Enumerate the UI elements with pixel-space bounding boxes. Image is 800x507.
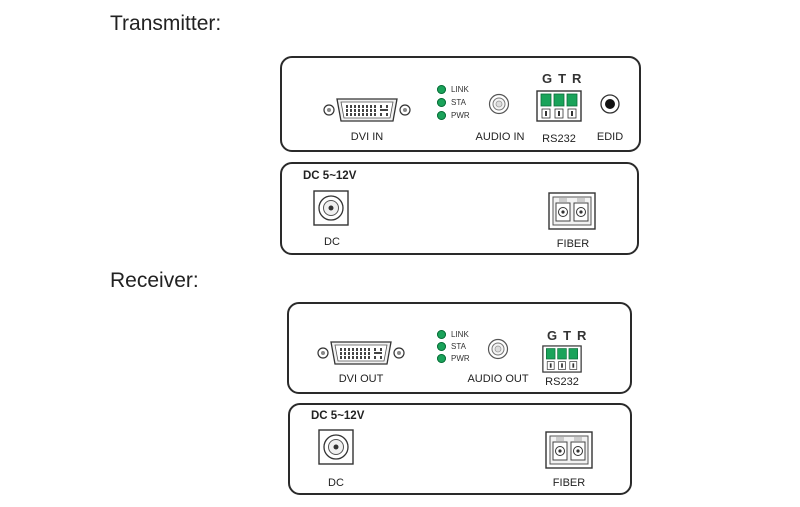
audio-jack-icon	[488, 93, 510, 115]
dvi-in-label: DVI IN	[350, 131, 384, 143]
rs232-terminal-icon	[536, 90, 582, 122]
receiver-front-panel: DVI OUT LINK STA PWR AUDIO OUT GTR	[287, 302, 632, 394]
rs232-terminal-icon	[542, 345, 582, 373]
power-spec-label: DC 5~12V	[311, 410, 365, 422]
edid-button-icon	[600, 94, 620, 114]
led-link-icon	[437, 329, 446, 339]
dc-power-jack-icon	[318, 429, 354, 465]
led-link-label: LINK	[451, 329, 469, 339]
dvi-connector-icon	[323, 96, 411, 124]
led-sta-label: STA	[451, 341, 466, 351]
rs232-pin-labels: GTR	[547, 328, 593, 343]
edid-label: EDID	[596, 131, 624, 143]
transmitter-title: Transmitter:	[110, 12, 222, 35]
led-link-icon	[437, 84, 446, 94]
led-sta: STA	[437, 340, 466, 352]
rs232-label: RS232	[542, 133, 576, 145]
dvi-connector-icon	[317, 339, 405, 367]
fiber-label: FIBER	[552, 477, 586, 489]
led-link: LINK	[437, 328, 469, 340]
receiver-title: Receiver:	[110, 269, 199, 292]
power-spec-label: DC 5~12V	[303, 170, 357, 182]
led-sta: STA	[437, 96, 466, 108]
led-sta-label: STA	[451, 97, 466, 107]
audio-jack-icon	[487, 338, 509, 360]
fiber-port-icon	[545, 431, 593, 469]
fiber-port-icon	[548, 192, 596, 230]
led-pwr: PWR	[437, 352, 470, 364]
led-sta-icon	[437, 97, 446, 107]
led-sta-icon	[437, 341, 446, 351]
dc-label: DC	[328, 477, 344, 489]
led-link: LINK	[437, 83, 469, 95]
audio-in-label: AUDIO IN	[475, 131, 525, 143]
led-link-label: LINK	[451, 84, 469, 94]
led-pwr-icon	[437, 110, 446, 120]
receiver-back-panel: DC 5~12V DC FIBER	[288, 403, 632, 495]
dvi-out-label: DVI OUT	[338, 373, 384, 385]
dc-power-jack-icon	[313, 190, 349, 226]
dc-label: DC	[324, 236, 340, 248]
led-pwr-icon	[437, 353, 446, 363]
rs232-label: RS232	[545, 376, 579, 388]
led-pwr-label: PWR	[451, 353, 470, 363]
led-pwr: PWR	[437, 109, 470, 121]
fiber-label: FIBER	[556, 238, 590, 250]
led-pwr-label: PWR	[451, 110, 470, 120]
transmitter-back-panel: DC 5~12V DC FIBER	[280, 162, 639, 255]
rs232-pin-labels: GTR	[542, 71, 588, 86]
transmitter-front-panel: DVI IN LINK STA PWR AUDIO IN GTR	[280, 56, 641, 152]
audio-out-label: AUDIO OUT	[467, 373, 529, 385]
